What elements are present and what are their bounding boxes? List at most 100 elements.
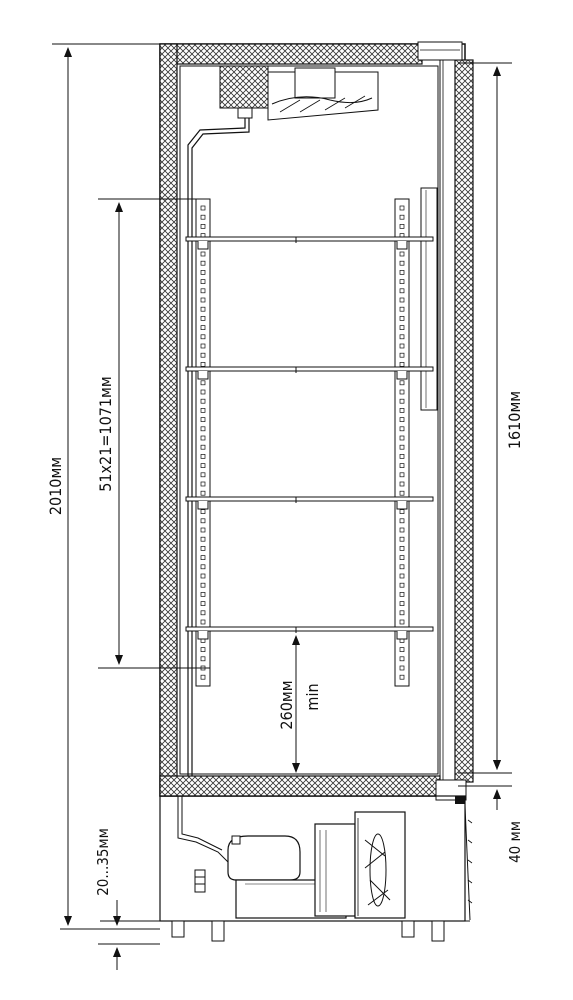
rail-slot (399, 481, 405, 487)
rail-slot (399, 389, 405, 395)
rail-slot (399, 224, 405, 229)
rail-slot (200, 417, 206, 422)
rail-slot (200, 555, 206, 560)
rail-slot (200, 288, 206, 294)
rail-slot (399, 527, 405, 533)
foot-right (401, 920, 415, 938)
rail-slot (399, 260, 405, 266)
rail-slot (200, 509, 206, 514)
rail-slot (200, 389, 206, 395)
rail-slot (399, 656, 405, 662)
rail-slot (200, 279, 206, 284)
door-insulated-frame (454, 59, 474, 783)
rail-slot (200, 564, 206, 570)
rail-slot (399, 306, 405, 312)
rail-slot (200, 610, 206, 616)
rail-slot (399, 619, 405, 625)
rail-slot (399, 509, 405, 514)
shelf (185, 236, 434, 250)
rail-slot (200, 490, 206, 496)
rail-slot (200, 214, 206, 220)
rail-slot (399, 546, 405, 551)
rail-slot (200, 435, 206, 441)
left-insulation (159, 43, 178, 797)
rail-slot (200, 251, 206, 257)
rail-slot (200, 224, 206, 229)
inner-liner (179, 65, 439, 775)
rail-slot (399, 343, 405, 349)
bottom-hinge (435, 779, 467, 801)
rail-slot (200, 582, 206, 588)
rail-slot (200, 398, 206, 404)
rail-slot (399, 417, 405, 422)
rail-slot (200, 408, 206, 413)
rail-slot (200, 592, 206, 597)
rail-slot (399, 444, 405, 450)
rail-slot (200, 619, 206, 625)
rail-slot (399, 408, 405, 413)
rail-slot (399, 601, 405, 606)
cabinet-body (159, 43, 466, 797)
shelves (185, 236, 434, 640)
rail-slot (200, 426, 206, 432)
shelf (185, 366, 434, 380)
rail-slot (200, 674, 206, 680)
rail-slot (399, 463, 405, 468)
rail-slot (399, 472, 405, 478)
foot-front (431, 920, 445, 942)
label-feet-adjust: 20...35мм (94, 828, 112, 896)
relay-box (194, 869, 206, 893)
rail-slot (200, 270, 206, 275)
rail-slot (399, 205, 405, 211)
rail-slot (200, 463, 206, 468)
fan-housing (219, 65, 269, 109)
rail-slot (399, 279, 405, 284)
rail-slot (399, 334, 405, 340)
rail-slot (200, 647, 206, 652)
rail-slot (200, 601, 206, 606)
rail-slot (399, 536, 405, 542)
door (417, 41, 474, 804)
label-door-gap: 40 мм (506, 821, 524, 863)
label-min: min (303, 683, 322, 710)
rail-slot (200, 527, 206, 533)
rail-slot (200, 352, 206, 358)
shelf (185, 496, 434, 510)
rail-slot (399, 297, 405, 303)
rail-slot (200, 205, 206, 211)
rail-slot (399, 518, 405, 524)
rail-slot (399, 454, 405, 459)
door-glass (439, 47, 456, 783)
condenser-fan (354, 811, 406, 919)
dimension-lines (52, 43, 512, 970)
rail-slot (399, 582, 405, 588)
rail-slot (399, 214, 405, 220)
compressor-compartment (100, 795, 473, 942)
rail-slot (399, 426, 405, 432)
rail-slot (200, 573, 206, 579)
rail-slot (200, 325, 206, 330)
rail-slot (399, 288, 405, 294)
label-door-height: 1610мм (505, 391, 524, 449)
door-handle (420, 187, 438, 411)
shelf (185, 626, 434, 640)
rail-slot (399, 352, 405, 358)
rail-slot (200, 260, 206, 266)
rail-slot (200, 306, 206, 312)
top-hinge (417, 41, 463, 61)
label-rail-span: 51x21=1071мм (96, 376, 115, 492)
rail-slot (200, 444, 206, 450)
rail-slot (200, 546, 206, 551)
rail-slot (200, 343, 206, 349)
rail-slot (200, 472, 206, 478)
label-total-height: 2010мм (46, 457, 65, 515)
label-min-clearance: 260мм (277, 680, 296, 729)
rail-slot (399, 325, 405, 330)
rail-slot (200, 518, 206, 524)
rail-slot (399, 555, 405, 560)
rail-slot (399, 665, 405, 671)
rail-slot (399, 398, 405, 404)
rail-slot (399, 316, 405, 321)
rail-slot (200, 380, 206, 386)
rail-slot (200, 536, 206, 542)
